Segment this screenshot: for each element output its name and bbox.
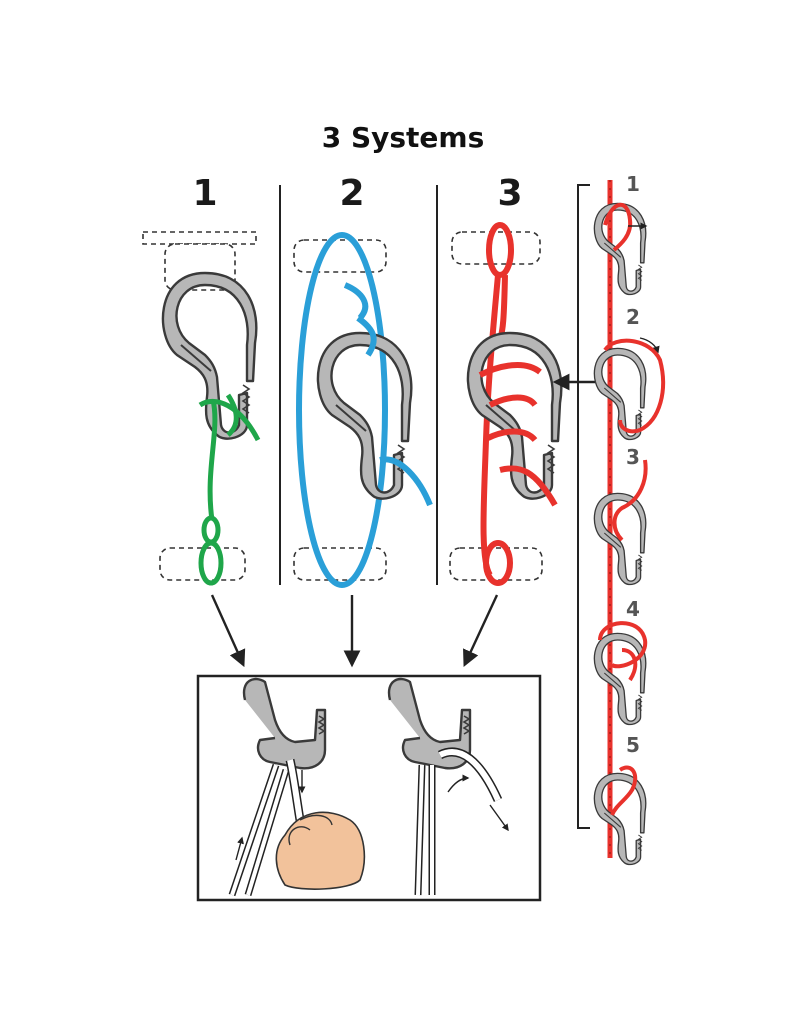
arrow-system-3-down	[465, 595, 497, 664]
system-3-illustration	[450, 225, 561, 583]
step-3-number: 3	[626, 445, 640, 469]
step-1-clip	[594, 203, 645, 294]
anchor-bar	[143, 232, 256, 244]
step-1-number: 1	[626, 172, 640, 196]
system-1-number: 1	[192, 173, 217, 214]
system-2-number: 2	[339, 173, 364, 214]
system-1-illustration	[143, 232, 258, 583]
arrow-system-1-down	[212, 595, 243, 664]
diagram-title: 3 Systems	[322, 121, 485, 154]
steps-bracket	[578, 185, 590, 828]
anchor-tube-bottom	[294, 548, 386, 580]
step-2-number: 2	[626, 305, 640, 329]
step-4-clip	[594, 633, 645, 724]
carabiner-clip-2	[318, 333, 411, 499]
anchor-tube-bottom	[450, 548, 542, 580]
steps-column: 1 2 3 4 5	[578, 172, 663, 865]
step-5-number: 5	[626, 733, 640, 757]
step-5-clip	[594, 773, 645, 864]
anchor-tube-top	[452, 232, 540, 264]
anchor-tube-top	[294, 240, 386, 272]
release-detail-box	[198, 676, 540, 900]
system-3-number: 3	[497, 173, 522, 214]
system-2-illustration	[294, 235, 430, 585]
step-4-number: 4	[626, 597, 640, 621]
